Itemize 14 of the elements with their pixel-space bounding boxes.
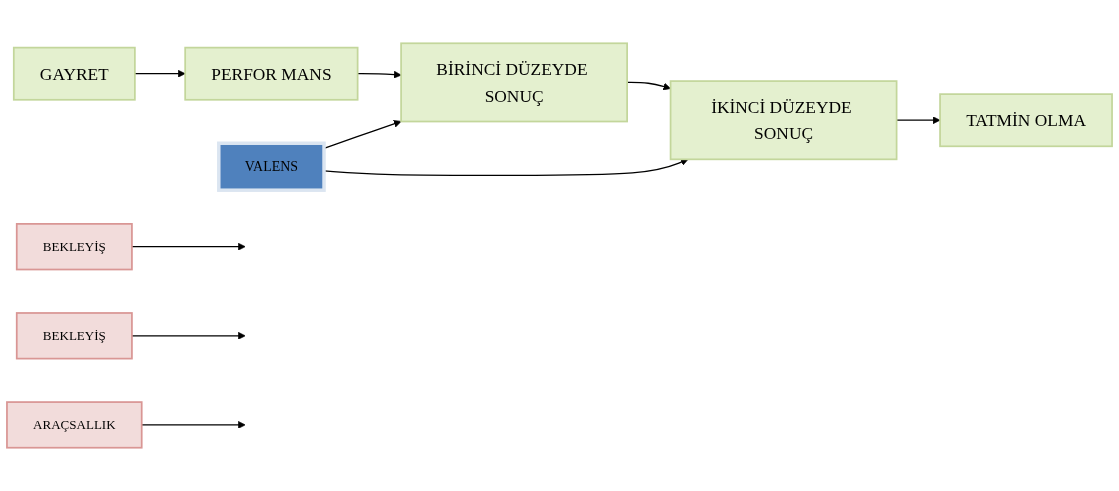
node-box: PERFOR MANS bbox=[184, 46, 359, 101]
node-box: TATMİN OLMA bbox=[939, 93, 1113, 148]
node-box: VALENS bbox=[217, 141, 326, 192]
node-box: BİRİNCİ DÜZEYDE SONUÇ bbox=[400, 42, 628, 123]
node-box: GAYRET bbox=[12, 46, 136, 101]
arrow bbox=[131, 242, 246, 251]
arrow bbox=[134, 69, 186, 78]
node-box: BEKLEYİŞ bbox=[15, 312, 133, 360]
arrow bbox=[141, 421, 246, 429]
arrow bbox=[131, 331, 246, 340]
node-box: ARAÇSALLIK bbox=[6, 401, 143, 449]
arrow bbox=[357, 70, 402, 79]
node-box: İKİNCİ DÜZEYDE SONUÇ bbox=[669, 80, 898, 161]
node-box: BEKLEYİŞ bbox=[15, 223, 133, 271]
